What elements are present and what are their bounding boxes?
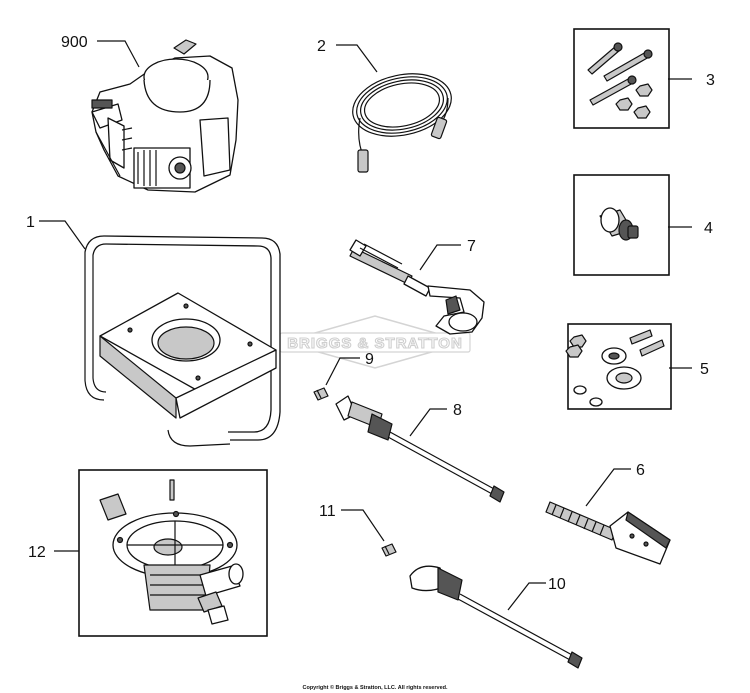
engine-900[interactable] [91,39,239,193]
callout-9: 9 [365,351,374,368]
callout-10: 10 [548,576,566,593]
callout-4: 4 [704,220,713,237]
callout-1: 1 [26,214,35,231]
leader-lines [39,40,692,611]
pump-12[interactable] [78,469,268,637]
callout-3: 3 [706,72,715,89]
callout-2: 2 [317,38,326,55]
hardware-kit-3[interactable] [573,28,670,129]
watermark-text: BRIGGS & STRATTON [287,335,463,352]
nozzle-tip-9[interactable] [313,387,329,401]
wheel-kit-5[interactable] [565,323,672,410]
copyright-notice: Copyright © Briggs & Stratton, LLC. All … [302,684,448,691]
nozzle-11[interactable] [381,543,397,557]
callout-8: 8 [453,402,462,419]
extension-wand-10[interactable] [409,565,583,669]
callout-6: 6 [636,462,645,479]
callout-900: 900 [61,34,88,51]
hose-2[interactable] [347,65,457,173]
callout-11: 11 [319,503,336,520]
callout-7: 7 [467,238,476,255]
callout-5: 5 [700,361,709,378]
spray-gun-7[interactable] [349,239,485,335]
frame-1[interactable] [84,235,281,447]
brush-6[interactable] [545,501,671,565]
quick-connect-4[interactable] [573,174,670,276]
callout-12: 12 [28,544,46,561]
watermark-logo: BRIGGS & STRATTON [279,315,471,369]
lance-8[interactable] [335,395,505,503]
